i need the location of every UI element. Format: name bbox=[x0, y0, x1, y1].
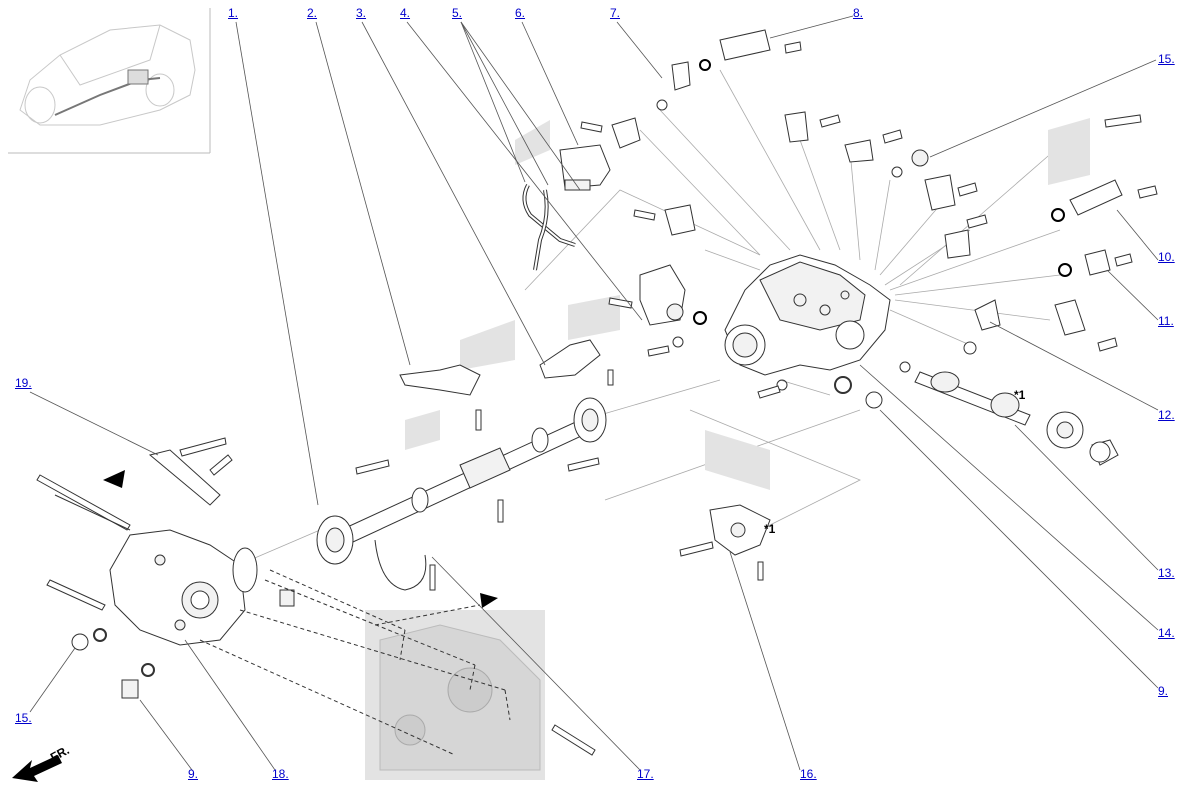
breather-pipe bbox=[522, 184, 576, 271]
propeller-shaft bbox=[316, 397, 607, 565]
callout-9-bottom[interactable]: 9. bbox=[188, 767, 199, 781]
callout-2[interactable]: 2. bbox=[307, 6, 318, 20]
callout-6[interactable]: 6. bbox=[515, 6, 526, 20]
callout-11[interactable]: 11. bbox=[1158, 314, 1174, 328]
note-star-1-shaft: *1 bbox=[1014, 388, 1026, 402]
bolts bbox=[36, 41, 1158, 756]
callout-3[interactable]: 3. bbox=[356, 6, 367, 20]
callout-4[interactable]: 4. bbox=[400, 6, 411, 20]
actuator-unit bbox=[639, 264, 686, 326]
callout-17[interactable]: 17. bbox=[637, 767, 654, 781]
seals-and-plugs bbox=[71, 59, 1111, 699]
reference-lines bbox=[249, 69, 1061, 561]
leader-lines bbox=[29, 15, 1159, 771]
control-module bbox=[559, 144, 611, 191]
transfer-case bbox=[109, 529, 258, 646]
drive-shaft bbox=[914, 371, 1119, 466]
note-star-1-bracket: *1 bbox=[764, 522, 776, 536]
alignment-dashes bbox=[199, 569, 511, 756]
callout-8[interactable]: 8. bbox=[853, 6, 864, 20]
callout-19[interactable]: 19. bbox=[15, 376, 32, 390]
engine-block-ghost bbox=[379, 624, 541, 771]
callout-16[interactable]: 16. bbox=[800, 767, 817, 781]
callout-18[interactable]: 18. bbox=[272, 767, 289, 781]
callout-12[interactable]: 12. bbox=[1158, 408, 1175, 422]
vehicle-inset bbox=[8, 8, 211, 154]
callout-1[interactable]: 1. bbox=[228, 6, 239, 20]
callout-15-bottom[interactable]: 15. bbox=[15, 711, 32, 725]
callout-10[interactable]: 10. bbox=[1158, 250, 1175, 264]
callout-7[interactable]: 7. bbox=[610, 6, 621, 20]
callout-5[interactable]: 5. bbox=[452, 6, 463, 20]
callout-15-top[interactable]: 15. bbox=[1158, 52, 1175, 66]
direction-arrows bbox=[103, 470, 498, 608]
sensors bbox=[611, 29, 1123, 336]
rear-differential-housing bbox=[724, 254, 891, 376]
callout-13[interactable]: 13. bbox=[1158, 566, 1175, 580]
callout-14[interactable]: 14. bbox=[1158, 626, 1175, 640]
front-direction-arrow bbox=[12, 755, 62, 782]
callout-9-right[interactable]: 9. bbox=[1158, 684, 1169, 698]
brackets bbox=[148, 339, 771, 591]
